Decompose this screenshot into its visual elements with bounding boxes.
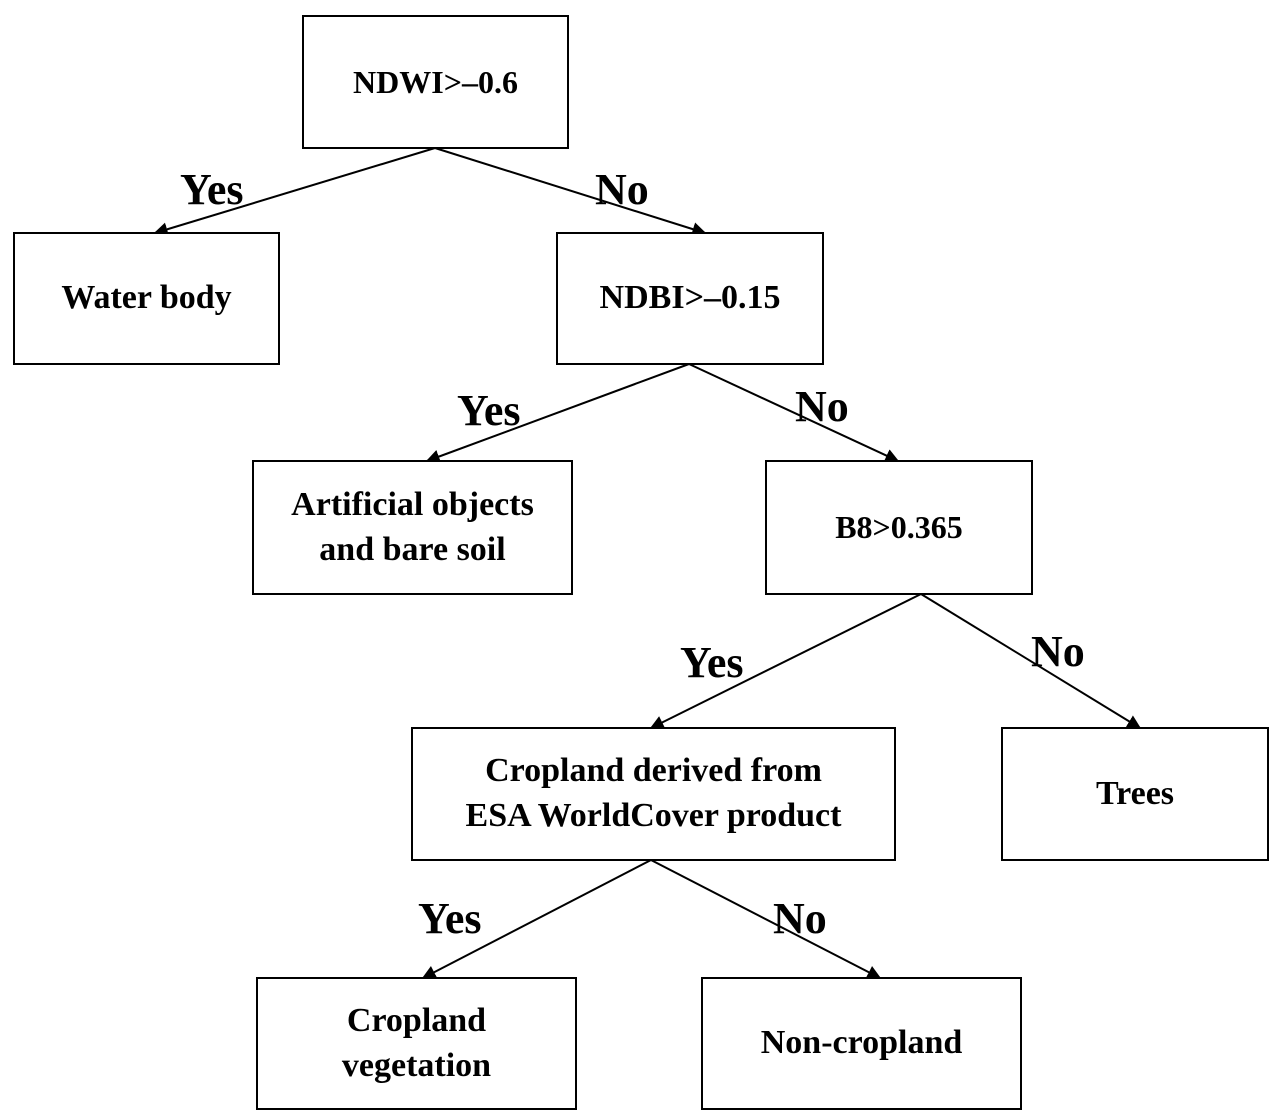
edge-ndbi-no-line [688,363,900,463]
edge-ndbi-yes-label: Yes [457,386,521,435]
node-b8-label: B8>0.365 [835,509,963,546]
edge-b8-yes-label: Yes [680,638,744,687]
edge-ndwi-yes-label: Yes [180,165,244,214]
node-esa-worldcover: Cropland derived from ESA WorldCover pro… [411,727,896,861]
node-ndbi-label: NDBI>–0.15 [599,279,781,317]
node-trees: Trees [1001,727,1269,861]
node-cropland-vegetation: Cropland vegetation [256,977,577,1110]
edge-esa-yes-line [421,859,652,979]
node-artificial-objects-label: Artificial objects and bare soil [291,485,534,568]
node-artificial-objects: Artificial objects and bare soil [252,460,573,595]
node-cropland-vegetation-label: Cropland vegetation [341,1001,492,1084]
edge-esa-yes-label: Yes [418,894,482,943]
edge-esa-no-line [650,859,882,979]
node-b8: B8>0.365 [765,460,1033,595]
node-ndbi: NDBI>–0.15 [556,232,824,365]
node-non-cropland: Non-cropland [701,977,1022,1110]
node-esa-worldcover-label: Cropland derived from ESA WorldCover pro… [465,752,842,834]
edge-esa-no-label: No [773,894,827,943]
edge-ndbi-yes-line [425,363,690,464]
edge-b8-no-label: No [1031,627,1085,676]
edge-ndwi-no-line [434,147,707,236]
node-non-cropland-label: Non-cropland [760,1024,963,1062]
edge-b8-yes-line [649,593,922,729]
edge-ndbi-no-label: No [795,382,849,431]
node-ndwi-label: NDWI>–0.6 [353,63,518,100]
node-water-body: Water body [13,232,280,365]
node-water-body-label: Water body [61,279,232,317]
edge-b8-no-line [920,593,1142,729]
node-trees-label: Trees [1095,774,1175,812]
node-ndwi: NDWI>–0.6 [302,15,569,149]
edge-ndwi-yes-line [153,147,436,237]
edge-ndwi-no-label: No [595,165,649,214]
